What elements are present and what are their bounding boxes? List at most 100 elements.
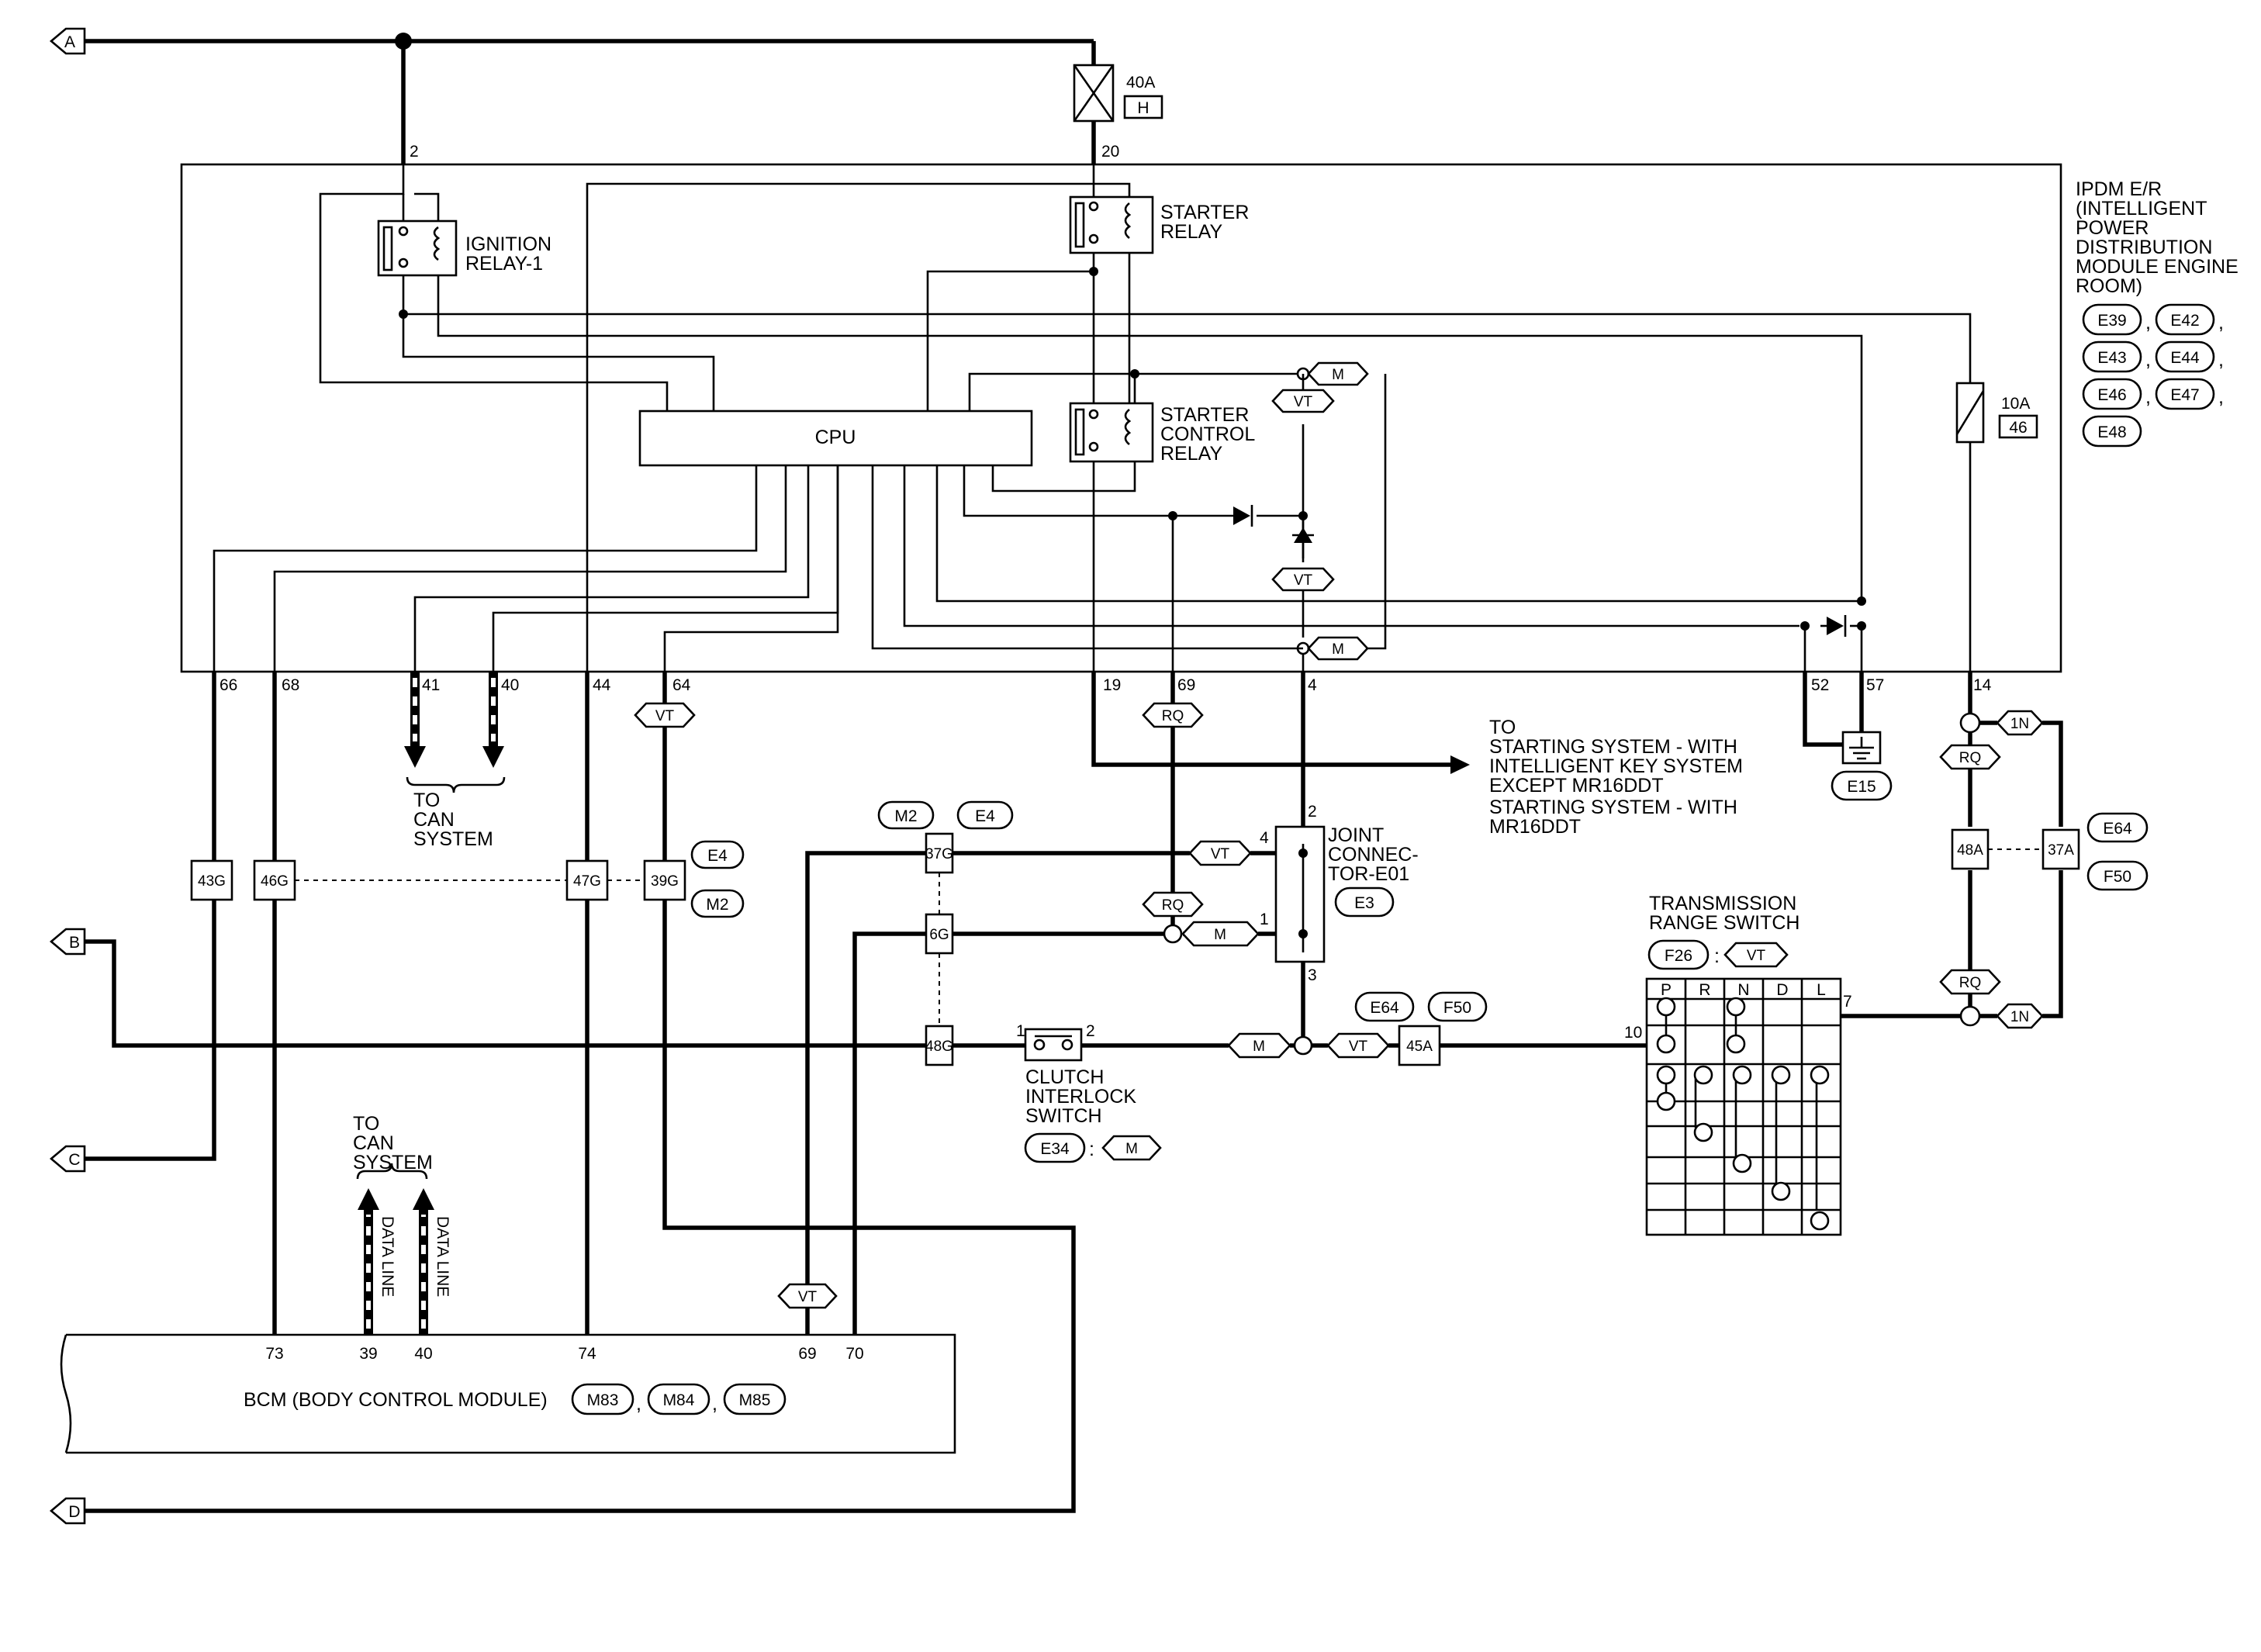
- comma: ,: [2218, 349, 2224, 371]
- joint-pin-3: 3: [1308, 966, 1317, 984]
- connector-d: D: [49, 1497, 86, 1525]
- starting-system-line: MR16DDT: [1489, 816, 1581, 838]
- ipdm-harness-tags: M VT VT M: [1271, 361, 1369, 661]
- trs-position: D: [1776, 981, 1788, 999]
- harness-tag-rq: RQ: [1959, 750, 1982, 766]
- starter-control-relay-label: STARTER: [1160, 404, 1249, 426]
- comma: ,: [2218, 386, 2224, 408]
- connector-c-label: C: [68, 1151, 80, 1169]
- bcm-connector-id: M83: [587, 1391, 619, 1409]
- harness-tag-vt: VT: [655, 708, 675, 724]
- ground-id: E15: [1847, 778, 1876, 796]
- clutch-switch-label: CLUTCH: [1025, 1066, 1104, 1088]
- inline-37g: 37G: [925, 846, 953, 862]
- joint-connector-e01: 2 4 1 3 JOINT CONNEC- TOR-E01 E3: [1260, 803, 1419, 984]
- trs-position: R: [1699, 981, 1710, 999]
- starter-control-relay-label: RELAY: [1160, 443, 1222, 465]
- starter-relay: STARTER RELAY: [1069, 195, 1249, 254]
- can-upper-label: TO: [413, 790, 440, 811]
- inline-m2: M2: [894, 807, 917, 825]
- clutch-switch-id: E34: [1040, 1140, 1070, 1158]
- trs-pin-10: 10: [1624, 1024, 1642, 1042]
- ignition-relay-1: IGNITION RELAY-1: [377, 219, 551, 277]
- inline-e4: E4: [975, 807, 995, 825]
- bcm-pin: 69: [798, 1345, 816, 1363]
- diodes: [1233, 505, 1847, 637]
- pin-40: 40: [501, 676, 519, 694]
- starting-system-line: EXCEPT MR16DDT: [1489, 775, 1664, 797]
- ipdm-title: IPDM E/R (INTELLIGENT POWER DISTRIBUTION…: [2076, 178, 2239, 297]
- trs-pin-7: 7: [1843, 993, 1852, 1011]
- fuse-40a: 40A H: [1073, 64, 1163, 123]
- pin-41: 41: [422, 676, 440, 694]
- fuse-40a-id: H: [1137, 99, 1149, 117]
- clutch-pin-1: 1: [1016, 1022, 1025, 1040]
- comma: ,: [636, 1393, 641, 1415]
- bcm-pin: 70: [845, 1345, 863, 1363]
- inline-39g: 39G: [651, 873, 679, 890]
- inline-f50: F50: [1443, 999, 1471, 1017]
- starter-relay-label: RELAY: [1160, 221, 1222, 243]
- pin-66: 66: [220, 676, 237, 694]
- starting-system-line: TO: [1489, 717, 1516, 738]
- bcm-pin: 74: [578, 1345, 596, 1363]
- joint-pin-1: 1: [1260, 911, 1269, 928]
- ipdm-connector-id: E47: [2170, 386, 2199, 404]
- data-line-label: DATA LINE: [434, 1216, 451, 1297]
- connector-b: B: [49, 928, 86, 956]
- comma: ,: [2145, 386, 2151, 408]
- external-harness-tags: VT RQ VT RQ M M VT VT 1N RQ RQ 1N: [634, 702, 2044, 1309]
- inline-f50: F50: [2104, 868, 2131, 886]
- inline-e4: E4: [707, 847, 728, 865]
- ipdm-module-box: [180, 163, 2062, 673]
- harness-tag-vt: VT: [1294, 394, 1313, 410]
- joint-connector-label: TOR-E01: [1328, 863, 1409, 885]
- ipdm-connector-id: E44: [2170, 349, 2200, 367]
- inline-m2: M2: [706, 896, 728, 914]
- harness-tag-rq: RQ: [1162, 708, 1184, 724]
- fuse-10a: 10A 46: [1955, 382, 2038, 444]
- connector-b-label: B: [69, 934, 80, 952]
- inline-48a: 48A: [1957, 842, 1983, 859]
- transmission-range-switch: TRANSMISSION RANGE SWITCH F26 : VT 10 7 …: [1624, 893, 1852, 1236]
- ground-e15: E15: [1831, 731, 1893, 801]
- pin-68: 68: [282, 676, 299, 694]
- ipdm-connector-id: E46: [2097, 386, 2126, 404]
- trs-label: RANGE SWITCH: [1649, 912, 1799, 934]
- starter-control-relay: STARTER CONTROL RELAY: [1069, 402, 1255, 465]
- inline-connectors: 43G 46G 47G 39G E4 M2 37G 6G 48G M2 E4 4…: [190, 800, 2149, 1066]
- harness-tag-vt: VT: [1211, 846, 1230, 862]
- harness-tag-m: M: [1214, 927, 1226, 943]
- comma: ,: [2145, 349, 2151, 371]
- ipdm-connector-id: E42: [2170, 312, 2199, 330]
- trs-position: N: [1737, 981, 1749, 999]
- bcm-pin: 39: [359, 1345, 377, 1363]
- connector-c: C: [49, 1145, 86, 1173]
- comma: ,: [2145, 312, 2151, 334]
- ignition-relay-label: RELAY-1: [465, 253, 543, 275]
- clutch-switch-harness: M: [1125, 1141, 1138, 1157]
- bcm-label: BCM (BODY CONTROL MODULE): [244, 1389, 548, 1411]
- fuse-10a-id: 46: [2009, 419, 2027, 437]
- bcm-pin: 40: [414, 1345, 432, 1363]
- pin-14: 14: [1973, 676, 1992, 694]
- can-data-lines-upper: TO CAN SYSTEM: [404, 672, 506, 850]
- inline-43g: 43G: [198, 873, 226, 890]
- inline-46g: 46G: [261, 873, 289, 890]
- pin-4: 4: [1308, 676, 1317, 694]
- trs-position: L: [1817, 981, 1826, 999]
- harness-tag-rq: RQ: [1162, 897, 1184, 914]
- harness-tag-m: M: [1253, 1039, 1265, 1055]
- ipdm-pin-numbers: 2 20 66 68 41 40 44 64 19 69 4 52 57 14: [220, 143, 1992, 694]
- fuse-40a-rating: 40A: [1126, 74, 1155, 92]
- pin-57: 57: [1866, 676, 1884, 694]
- inline-6g: 6G: [929, 927, 949, 943]
- pin-44: 44: [593, 676, 611, 694]
- colon: :: [1089, 1139, 1094, 1160]
- colon: :: [1714, 945, 1720, 967]
- harness-tag-vt: VT: [798, 1289, 818, 1305]
- joint-pin-4: 4: [1260, 829, 1269, 847]
- cpu: CPU: [638, 410, 1033, 467]
- trs-label: TRANSMISSION: [1649, 893, 1796, 914]
